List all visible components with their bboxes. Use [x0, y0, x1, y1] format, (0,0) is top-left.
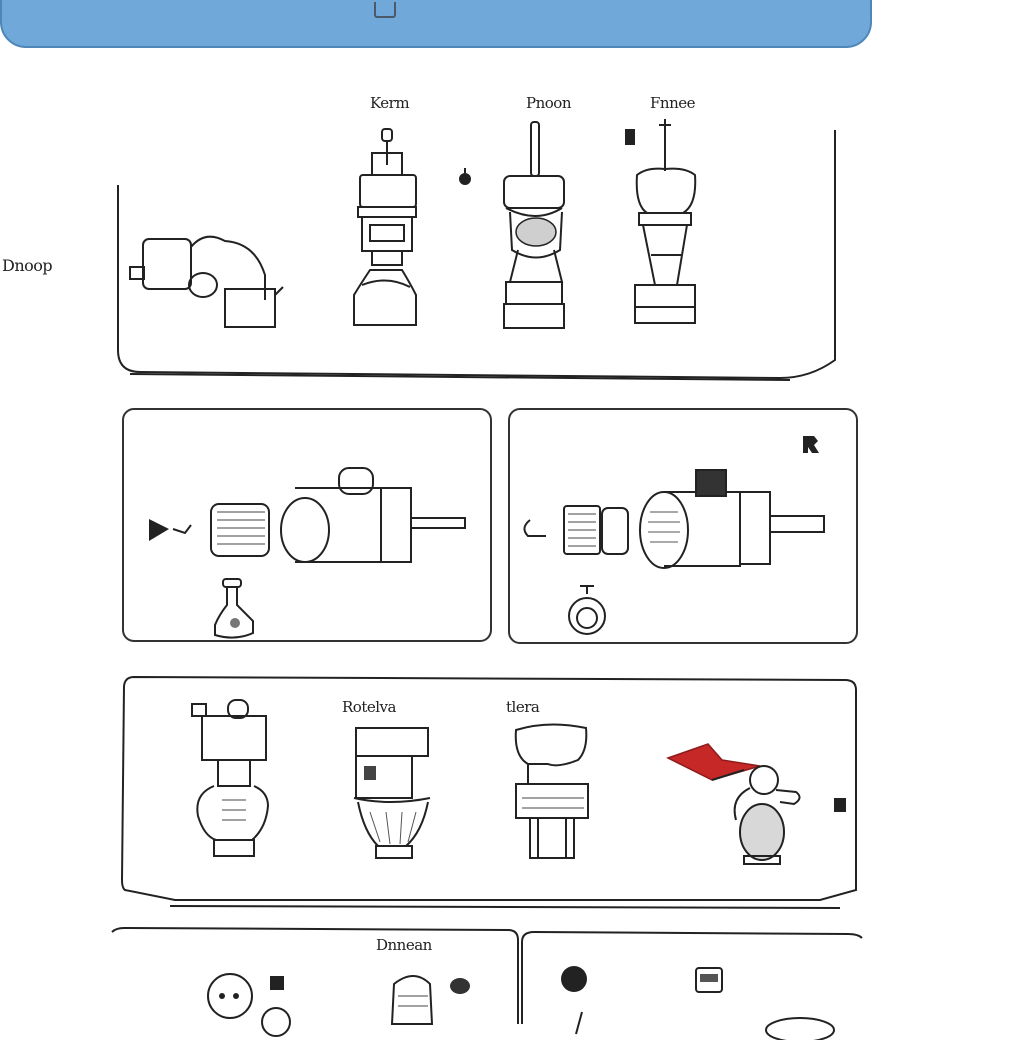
dot-button-icon — [561, 966, 587, 992]
panel-3 — [508, 408, 858, 644]
blender-jar-icon — [503, 121, 565, 329]
column-label-tlera: tlera — [506, 698, 540, 716]
column-label-2: Pnoon — [526, 94, 571, 112]
top-banner — [0, 0, 872, 48]
corner-marker-icon — [803, 436, 819, 453]
clip-icon — [523, 519, 546, 537]
funnel-icon — [149, 519, 192, 541]
side-label: Dnoop — [2, 256, 53, 275]
hand-icon — [214, 578, 254, 639]
small-marker-icon — [834, 798, 846, 812]
row4-label: Dnnean — [376, 936, 432, 954]
blender-base-icon — [353, 727, 431, 859]
banner-tab-icon — [374, 2, 396, 18]
column-label-3: Fnnee — [650, 94, 695, 112]
meat-grinder-icon — [129, 235, 284, 328]
grinder-assembly-icon — [191, 699, 270, 857]
juicer-base-icon — [514, 723, 589, 859]
panel-2 — [122, 408, 492, 642]
column-label-rotelva: Rotelva — [342, 698, 396, 716]
red-flag-icon — [666, 743, 801, 865]
knob-icon — [459, 168, 471, 185]
tool-icon — [575, 1011, 583, 1035]
lid-icon — [765, 1017, 835, 1040]
grinder-top-icon — [390, 975, 470, 1025]
column-label-1: Kerm — [370, 94, 410, 112]
motor-unit-icon — [563, 469, 825, 569]
box-icon — [695, 967, 723, 993]
pump-icon — [207, 973, 291, 1037]
motor-unit-icon — [210, 467, 466, 563]
knob-icon — [568, 585, 606, 635]
grinder-assembly-icon — [353, 128, 417, 326]
juicer-icon — [625, 119, 697, 324]
